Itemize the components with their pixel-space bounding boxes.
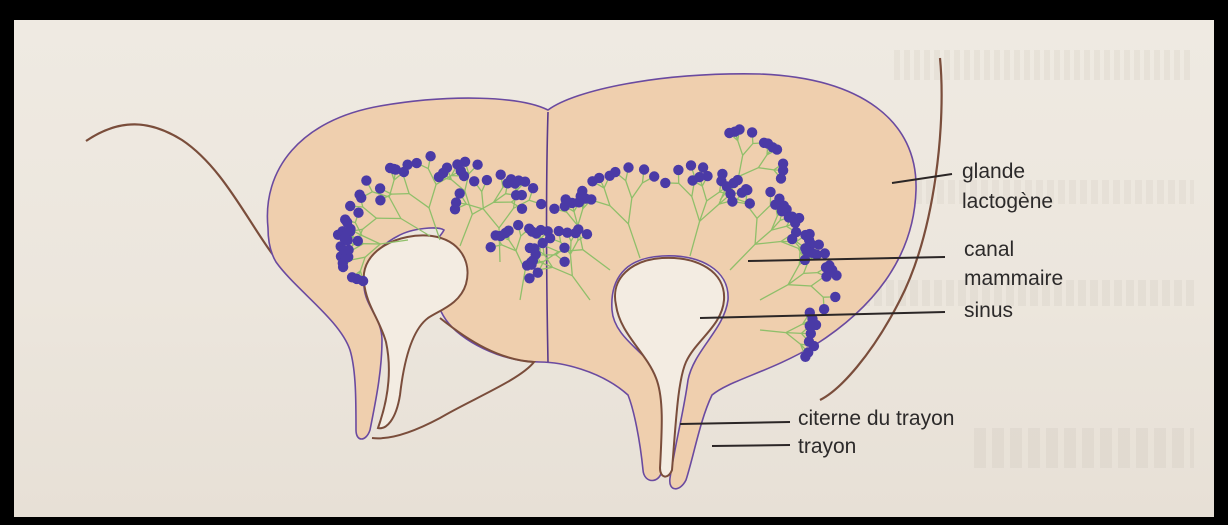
duct-branch [799, 248, 800, 265]
alveolus [686, 160, 696, 170]
alveolus [343, 235, 353, 245]
alveolus [745, 198, 755, 208]
alveolus [549, 204, 559, 214]
alveolus [623, 162, 633, 172]
alveolus [375, 183, 385, 193]
alveolus [821, 262, 831, 272]
alveolus [803, 347, 813, 357]
alveolus [570, 228, 580, 238]
alveolus [469, 176, 479, 186]
duct-branch [786, 333, 802, 334]
alveolus [517, 204, 527, 214]
alveolus [412, 158, 422, 168]
alveolus [787, 234, 797, 244]
leader-trayon [712, 445, 790, 446]
alveolus [722, 181, 732, 191]
alveolus [482, 175, 492, 185]
alveolus [742, 185, 752, 195]
alveolus [649, 171, 659, 181]
alveolus [361, 175, 371, 185]
alveolus [814, 240, 824, 250]
alveolus [747, 127, 757, 137]
alveolus [819, 304, 829, 314]
label-citerne: citerne du trayon [798, 407, 954, 430]
label-glande-line1: glande [962, 160, 1025, 183]
alveolus [830, 292, 840, 302]
alveolus [765, 187, 775, 197]
label-trayon: trayon [798, 435, 856, 458]
alveolus [806, 328, 816, 338]
alveolus [804, 235, 814, 245]
alveolus [451, 197, 461, 207]
alveolus [807, 248, 817, 258]
label-sinus: sinus [964, 299, 1013, 322]
alveolus [455, 188, 465, 198]
alveolus [594, 173, 604, 183]
alveolus [375, 195, 385, 205]
alveolus [567, 198, 577, 208]
alveolus [528, 183, 538, 193]
label-glande-line2: lactogène [962, 190, 1053, 213]
alveolus [778, 165, 788, 175]
alveolus [511, 190, 521, 200]
alveolus [391, 164, 401, 174]
alveolus [460, 157, 470, 167]
alveolus [660, 178, 670, 188]
alveolus [610, 167, 620, 177]
alveolus [531, 228, 541, 238]
alveolus [345, 201, 355, 211]
duct-branch [570, 241, 571, 254]
alveolus [639, 164, 649, 174]
alveolus [559, 243, 569, 253]
alveolus [486, 242, 496, 252]
alveolus [352, 274, 362, 284]
alveolus [784, 212, 794, 222]
alveolus [356, 193, 366, 203]
alveolus [528, 255, 538, 265]
alveolus [514, 175, 524, 185]
alveolus [496, 170, 506, 180]
alveolus [456, 166, 466, 176]
label-canal-line2: mammaire [964, 267, 1063, 290]
alveolus [353, 208, 363, 218]
alveolus [513, 220, 523, 230]
label-canal-line1: canal [964, 238, 1014, 261]
alveolus [524, 273, 534, 283]
alveolus [673, 165, 683, 175]
alveolus [536, 199, 546, 209]
alveolus [767, 142, 777, 152]
alveolus [559, 257, 569, 267]
alveolus [694, 172, 704, 182]
alveolus [472, 160, 482, 170]
duct-branch [804, 273, 818, 274]
alveolus [821, 271, 831, 281]
alveolus [438, 168, 448, 178]
alveolus [343, 245, 353, 255]
duct-branch [392, 194, 410, 195]
alveolus [545, 233, 555, 243]
alveolus [500, 228, 510, 238]
alveolus [353, 236, 363, 246]
alveolus [582, 229, 592, 239]
alveolus [730, 127, 740, 137]
alveolus [425, 151, 435, 161]
alveolus [727, 196, 737, 206]
